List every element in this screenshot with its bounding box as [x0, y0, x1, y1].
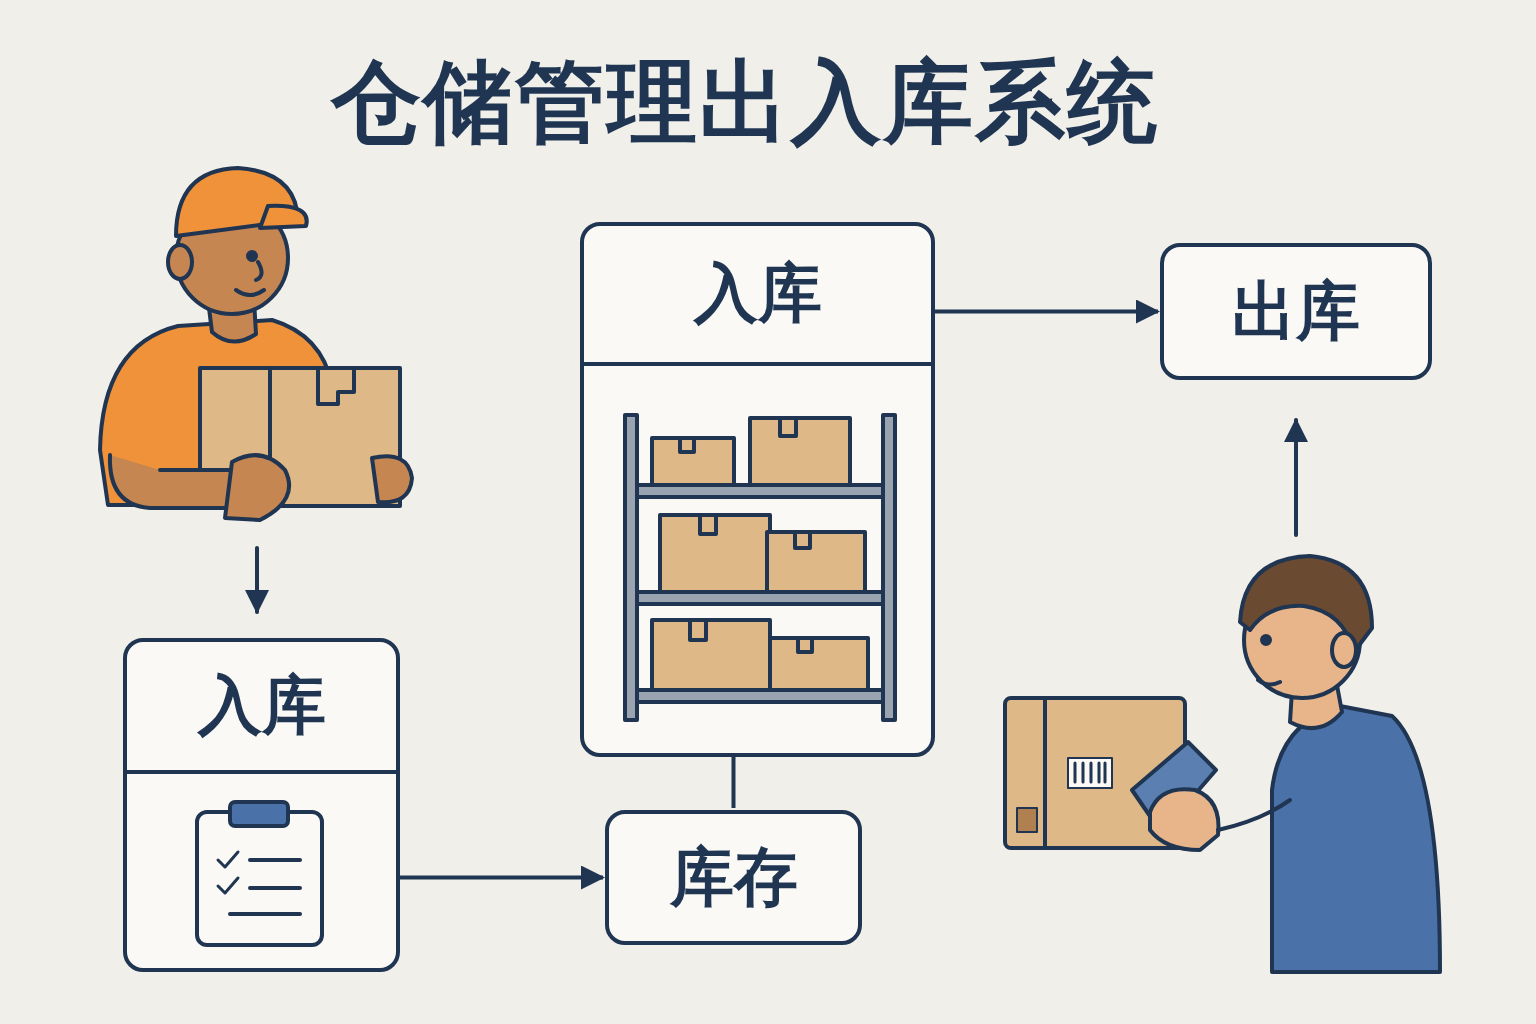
box-label: 出库 — [1232, 275, 1360, 349]
connector — [935, 310, 1158, 314]
section-box: 入库 — [580, 222, 935, 757]
box-body: 库存 — [609, 814, 858, 941]
box-header: 入库 — [127, 642, 396, 774]
diagram-title: 仓储管理出入库系统 — [0, 48, 1490, 156]
clipboard-icon — [197, 802, 322, 945]
box-fill — [605, 810, 862, 945]
connector — [732, 757, 736, 808]
delivery-worker — [100, 168, 412, 520]
scanner-worker — [1005, 556, 1440, 972]
storage-shelf — [625, 415, 895, 720]
box-label: 库存 — [670, 841, 798, 915]
box-fill — [580, 222, 935, 757]
box-label: 入库 — [198, 669, 326, 743]
connector — [400, 876, 603, 880]
box-fill — [123, 638, 400, 972]
process-box: 出库 — [1160, 243, 1432, 380]
box-header: 入库 — [584, 226, 931, 366]
box-label: 入库 — [694, 257, 822, 331]
flow-arrow — [1294, 420, 1298, 535]
box-fill — [1160, 243, 1432, 380]
box-body: 出库 — [1164, 247, 1428, 376]
process-box: 库存 — [605, 810, 862, 945]
flow-arrow — [255, 548, 259, 612]
section-box: 入库 — [123, 638, 400, 972]
